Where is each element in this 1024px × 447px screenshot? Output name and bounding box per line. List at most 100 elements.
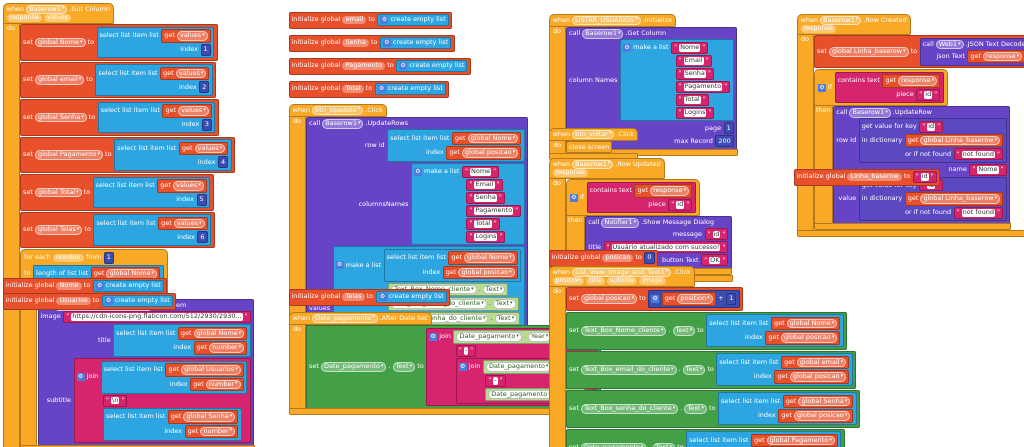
dropdown-pill[interactable]: Date_pagamento▾ [456, 332, 522, 342]
math-block[interactable]: 5 [196, 193, 207, 206]
dropdown-pill[interactable]: response▾ [650, 186, 690, 196]
mutator-icon[interactable]: ⚙ [651, 295, 660, 304]
list-block[interactable]: ⚙create empty list [92, 280, 164, 292]
mutator-icon[interactable]: ⚙ [570, 193, 578, 202]
dropdown-pill[interactable]: global Usuarios▾ [181, 365, 241, 375]
text-block[interactable]: "https://cdn-icons-png.flaticon.com/512/… [63, 311, 251, 324]
dropdown-pill[interactable]: global Telas▾ [34, 225, 83, 235]
string-field[interactable]: id [712, 230, 721, 239]
list-block[interactable]: ⚙create empty list [377, 14, 449, 26]
dropdown-pill[interactable]: global posicao▾ [461, 148, 519, 158]
dropdown-pill[interactable]: response▾ [898, 76, 938, 86]
text-block[interactable]: "Logins" [675, 106, 715, 119]
dropdown-pill[interactable]: Date_pagamento▾ [320, 362, 387, 372]
text-block[interactable]: "-" [455, 344, 477, 357]
string-field[interactable]: Email [474, 181, 495, 189]
math-block[interactable]: 1 [200, 43, 211, 56]
dropdown-pill[interactable]: Baserow1▾ [572, 159, 614, 169]
list-block[interactable]: ⚙create empty list [396, 60, 468, 72]
dropdown-pill[interactable]: values▾ [172, 181, 204, 191]
math-block[interactable]: 1 [103, 251, 114, 264]
dropdown-pill[interactable]: global email▾ [34, 75, 85, 85]
dropdown-pill[interactable]: Baserow1▾ [26, 4, 68, 14]
mutator-icon[interactable]: ⚙ [95, 282, 104, 290]
text-block[interactable]: "-" [485, 374, 506, 387]
text-block[interactable]: "id" [912, 171, 937, 183]
dropdown-pill[interactable]: Baserow1▾ [849, 108, 891, 118]
dropdown-pill[interactable]: global posicao▾ [789, 372, 847, 382]
text-block[interactable]: "Nome" [671, 41, 709, 54]
dropdown-pill[interactable]: Text_Box_senha_do_cliente▾ [580, 404, 679, 414]
text-block[interactable]: "id" [916, 88, 941, 101]
dropdown-pill[interactable]: Text_Box_Nome_cliente▾ [580, 326, 667, 336]
string-field[interactable]: Nome [977, 166, 999, 174]
math-block[interactable]: 2 [199, 81, 210, 94]
text-block[interactable]: "Pagamento" [675, 80, 731, 93]
dropdown-pill[interactable]: global Nome▾ [786, 318, 838, 329]
string-field[interactable]: - [493, 377, 498, 385]
text-block[interactable]: "Total" [466, 217, 500, 230]
dropdown-pill[interactable]: Text▾ [652, 442, 676, 447]
dict-block[interactable]: get value for key"id"in dictionarygetglo… [858, 176, 1007, 222]
dropdown-pill[interactable]: number▾ [209, 343, 245, 353]
list-block[interactable]: ⚙create empty list [101, 295, 173, 307]
dropdown-pill[interactable]: number▾ [205, 379, 241, 390]
dropdown-pill[interactable]: global posicao▾ [781, 333, 838, 343]
string-field[interactable]: id [924, 91, 933, 99]
dropdown-pill[interactable]: values▾ [194, 143, 226, 154]
dropdown-pill[interactable]: global posicao▾ [458, 267, 515, 278]
dropdown-pill[interactable]: Text▾ [482, 284, 506, 295]
dropdown-pill[interactable]: Baserow1▾ [582, 29, 624, 39]
text-block[interactable]: "Pagamento" [466, 204, 522, 217]
string-field[interactable]: Total [474, 220, 492, 228]
dropdown-pill[interactable]: global posicao▾ [580, 294, 638, 304]
dropdown-pill[interactable]: response▾ [983, 51, 1023, 62]
dropdown-pill[interactable]: global email▾ [796, 357, 847, 368]
dropdown-pill[interactable]: Date_pagamento▾ [488, 389, 554, 400]
text-block[interactable]: "Total" [675, 93, 709, 106]
string-field[interactable]: Logins [474, 233, 498, 241]
string-field[interactable]: Pagamento [683, 83, 723, 91]
string-field[interactable]: Logins [683, 109, 707, 117]
mutator-icon[interactable]: ⚙ [380, 16, 389, 24]
dropdown-pill[interactable]: global Senha▾ [183, 412, 236, 422]
text-block[interactable]: "id" [668, 198, 693, 211]
dropdown-pill[interactable]: Date_pagamento▾ [485, 362, 552, 372]
cget-block[interactable]: Date_pagamento▾.Year▾ [453, 330, 555, 344]
dropdown-pill[interactable]: Date_pagamento▾ [580, 442, 647, 447]
